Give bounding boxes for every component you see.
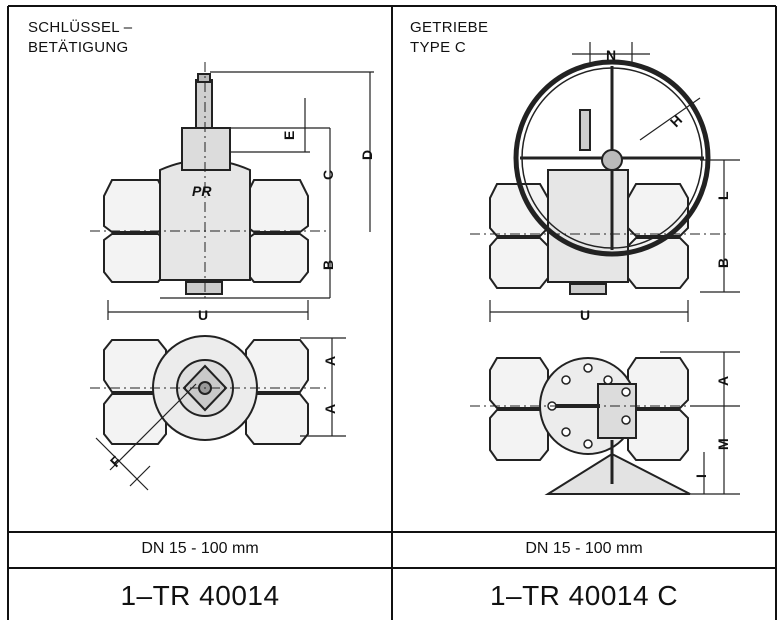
dim-label-E: E [281, 131, 297, 140]
left-type-code: 1–TR 40014 [120, 580, 280, 611]
dim-label-B-right: B [715, 258, 731, 268]
dim-label-U: U [198, 307, 208, 323]
right-heading-line2: TYPE C [410, 39, 466, 56]
dim-label-A-upper: A [322, 356, 338, 366]
dim-label-A-lower: A [322, 404, 338, 414]
dimension-labels: E D C B U A A F N H L B U A M I [107, 47, 731, 478]
dim-label-D: D [359, 150, 375, 160]
left-drawing [90, 62, 374, 491]
right-size-range: DN 15 - 100 mm [525, 540, 643, 557]
left-heading: SCHLÜSSEL – BETÄTIGUNG [28, 18, 132, 58]
dim-label-L: L [715, 191, 731, 200]
dim-label-M: M [715, 438, 731, 450]
right-type-code: 1–TR 40014 C [489, 580, 679, 611]
left-size-range: DN 15 - 100 mm [141, 540, 259, 557]
right-heading-line1: GETRIEBE [410, 19, 489, 36]
dim-label-H: H [667, 112, 685, 130]
dim-label-A-right: A [715, 376, 731, 386]
frame [7, 5, 777, 620]
right-heading: GETRIEBE TYPE C [410, 18, 488, 58]
left-heading-line2: BETÄTIGUNG [28, 39, 129, 56]
dim-label-U-right: U [580, 307, 590, 323]
logo-mark: PR [192, 183, 212, 199]
dim-label-F: F [107, 452, 125, 470]
dim-label-I: I [693, 474, 709, 478]
dim-label-C: C [320, 170, 336, 180]
dim-label-B: B [320, 260, 336, 270]
right-drawing [470, 42, 740, 495]
dim-label-N: N [606, 47, 616, 63]
left-heading-line1: SCHLÜSSEL – [28, 19, 133, 36]
